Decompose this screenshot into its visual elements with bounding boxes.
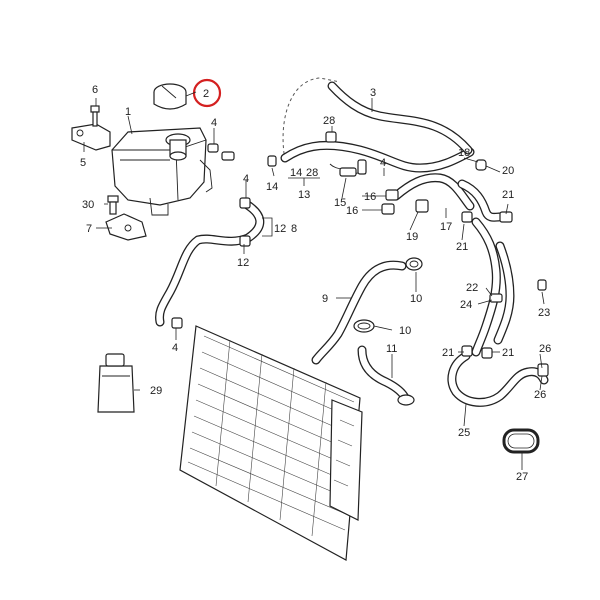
- callout-2: 2: [203, 88, 209, 100]
- callout-4-mid: 4: [243, 173, 249, 185]
- callout-19: 19: [406, 231, 418, 243]
- callout-20: 20: [502, 165, 514, 177]
- pipe-22: [471, 217, 547, 357]
- dashed-route-line: [282, 77, 341, 161]
- callout-12-a: 12: [274, 223, 286, 235]
- callout-9: 9: [322, 293, 328, 305]
- hose-11: [357, 345, 415, 406]
- expansion-tank: [111, 127, 213, 216]
- callout-18: 18: [458, 147, 470, 159]
- callout-28-a: 28: [323, 115, 335, 127]
- clamp-10-upper: [405, 257, 423, 271]
- callout-26-b: 26: [534, 389, 546, 401]
- fitting-4-upper: [207, 143, 235, 161]
- clamp-10-lower: [353, 319, 375, 333]
- callout-29: 29: [150, 385, 162, 397]
- callout-8: 8: [291, 223, 297, 235]
- callout-4-low: 4: [172, 342, 178, 354]
- callout-27: 27: [516, 471, 528, 483]
- coolant-bottle-29: [97, 353, 135, 413]
- callout-13: 13: [298, 189, 310, 201]
- callout-16-b: 16: [346, 205, 358, 217]
- leader-lines: [83, 91, 545, 470]
- callout-14-b: 14: [290, 167, 302, 179]
- callout-30: 30: [82, 199, 94, 211]
- bolt-30: [107, 195, 119, 215]
- callout-6: 6: [92, 84, 98, 96]
- bracket-5: [71, 123, 111, 151]
- bracket-7: [105, 213, 147, 241]
- callout-3: 3: [370, 87, 376, 99]
- callout-1: 1: [125, 106, 131, 118]
- callout-17: 17: [440, 221, 452, 233]
- callout-11: 11: [386, 343, 397, 355]
- clip-28: [325, 131, 337, 143]
- callout-15: 15: [334, 197, 346, 209]
- callout-24: 24: [460, 299, 472, 311]
- gasket-27: [502, 428, 540, 454]
- callout-7: 7: [86, 223, 92, 235]
- callout-28-b: 28: [306, 167, 318, 179]
- callout-26-a: 26: [539, 343, 551, 355]
- hose-12: [155, 197, 265, 329]
- callout-12-b: 12: [237, 257, 249, 269]
- callout-23: 23: [538, 307, 550, 319]
- callout-14-a: 14: [266, 181, 278, 193]
- callout-5: 5: [80, 157, 86, 169]
- callout-21-c: 21: [442, 347, 454, 359]
- callout-4-top: 4: [211, 117, 217, 129]
- callout-labels: 6 1 2 4 5 30 7 4 12 8 12 4 3 28 14 14 28…: [80, 84, 551, 483]
- sensor-15: [329, 159, 367, 177]
- callout-22: 22: [466, 282, 478, 294]
- hose-25: [447, 345, 549, 407]
- radiator: [179, 325, 363, 561]
- hose-17-18: [381, 159, 513, 223]
- callout-21-d: 21: [502, 347, 514, 359]
- callout-16-a: 16: [364, 191, 376, 203]
- callout-21-a: 21: [502, 189, 514, 201]
- callout-4-right: 4: [380, 157, 386, 169]
- callout-10-a: 10: [410, 293, 422, 305]
- clip-14: [267, 155, 277, 167]
- callout-21-b: 21: [456, 241, 468, 253]
- bolt-6: [90, 105, 100, 127]
- hose-3: [280, 81, 475, 173]
- callout-10-b: 10: [399, 325, 411, 337]
- callout-25: 25: [458, 427, 470, 439]
- hose-9: [311, 260, 407, 365]
- filler-cap: [153, 83, 187, 110]
